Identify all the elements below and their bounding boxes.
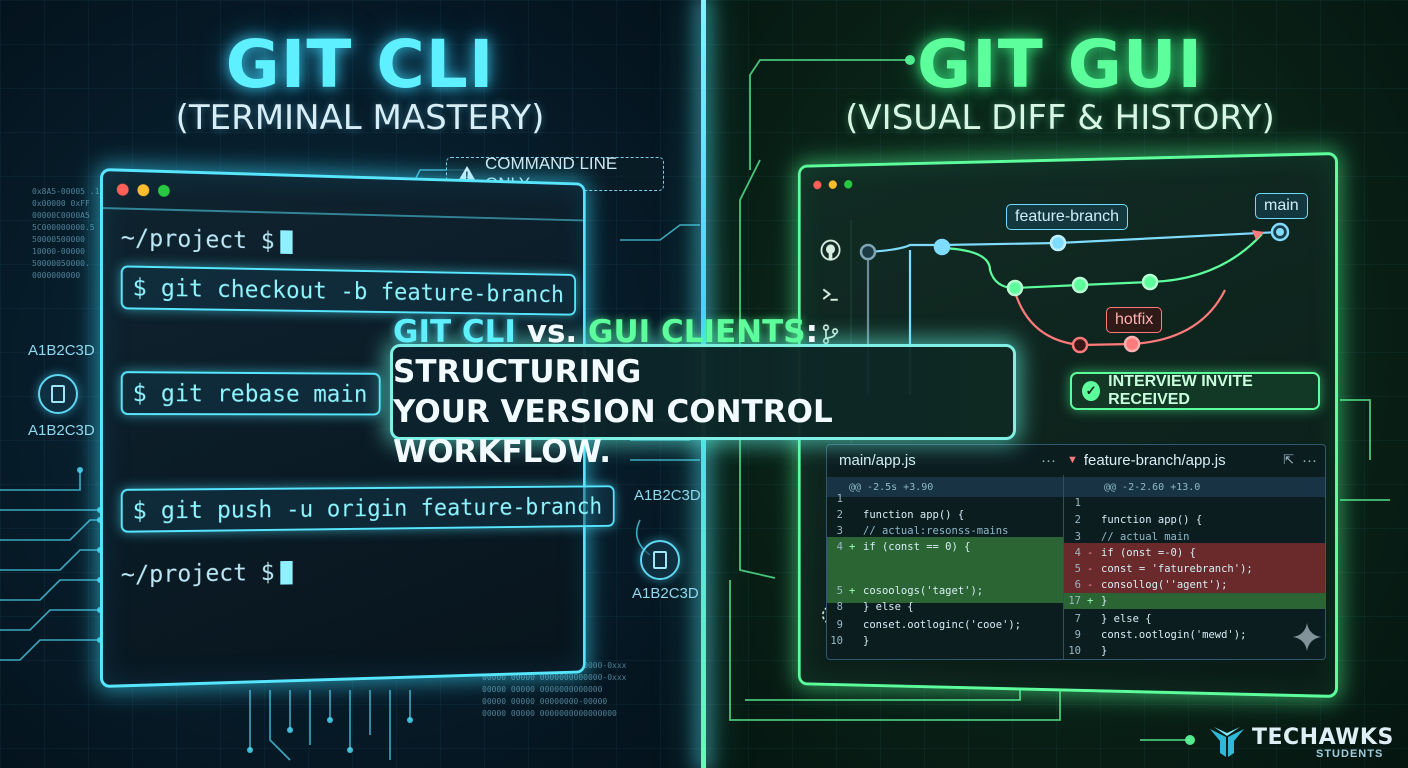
github-icon[interactable] [819, 238, 843, 263]
commit-hash-label: A1B2C3D [632, 585, 699, 602]
diff-line: 9 conset.ootloginc('cooe'); [836, 619, 1022, 631]
diff-right-header: ▼ feature-branch/app.js ⇱ ··· [1067, 445, 1325, 475]
minimize-dot[interactable] [137, 184, 150, 197]
gui-title: GIT GUI [916, 26, 1204, 103]
terminal-prompt-top: ~/project $ [120, 223, 293, 255]
cli-title: GIT CLI [225, 26, 495, 103]
gui-subtitle: (VISUAL DIFF & HISTORY) [845, 98, 1275, 138]
diff-line: 10} [830, 635, 870, 647]
headline-cli: GIT CLI [393, 314, 516, 350]
diff-line: 6- consollog(''agent'); [1074, 579, 1228, 591]
diff-left-header: main/app.js ··· [839, 445, 1064, 475]
left-file-name[interactable]: main/app.js [839, 451, 916, 469]
diff-line: 1 [836, 493, 843, 505]
maximize-dot[interactable] [844, 179, 853, 189]
headline-banner: GIT CLI vs. GUI CLIENTS: STRUCTURING YOU… [390, 314, 1016, 470]
added-lines-highlight [1064, 593, 1325, 609]
logo-name: TECHAWKS [1252, 724, 1394, 750]
command-checkout[interactable]: $ git checkout -b feature-branch [120, 265, 577, 316]
deleted-lines-highlight [1064, 543, 1325, 593]
right-file-name[interactable]: feature-branch/app.js [1083, 451, 1226, 469]
branch-label-hotfix[interactable]: hotfix [1106, 307, 1163, 333]
sparkle-icon [1293, 623, 1321, 651]
commit-hash-label: A1B2C3D [28, 422, 95, 439]
diff-line: 17+ } [1068, 595, 1108, 607]
more-icon[interactable]: ··· [1041, 451, 1056, 469]
minimize-dot[interactable] [828, 179, 837, 189]
diff-line: 8 } else { [836, 601, 914, 613]
external-link-icon[interactable]: ⇱ [1283, 452, 1294, 467]
diff-viewer[interactable]: main/app.js ··· ▼ feature-branch/app.js … [826, 444, 1326, 660]
diff-line: 7 } else { [1074, 613, 1152, 625]
left-hunk-header: @@ -2.5s +3.90 [827, 477, 1063, 497]
diff-line: 5+ cosoologs('taget'); [836, 585, 984, 597]
diff-line: 3 // actual:resonss-mains [836, 525, 1009, 537]
hex-dump-left: 0x8A5-00005 .1 0x00000 0xFF 00000C0000A5… [32, 187, 100, 280]
close-dot[interactable] [116, 183, 129, 196]
logo-subtitle: STUDENTS [1316, 747, 1384, 760]
headline-rest: : STRUCTURING [393, 314, 818, 390]
diff-line: 4+ if (const == 0) { [836, 541, 971, 553]
prompt-text: ~/project $ [120, 558, 275, 589]
diff-line: 10} [1068, 645, 1108, 657]
headline-vs: vs. [515, 314, 588, 350]
headline-line-2: YOUR VERSION CONTROL WORKFLOW. [393, 394, 833, 470]
terminal-prompt-bottom: ~/project $ [121, 558, 293, 589]
diff-split-line [1063, 475, 1064, 659]
notification-text: INTERVIEW INVITE RECEIVED [1108, 373, 1253, 408]
chevron-down-icon[interactable]: ▼ [1067, 454, 1078, 466]
diff-line: 4- if (onst =-0) { [1074, 547, 1196, 559]
check-icon: ✓ [1082, 381, 1101, 401]
command-rebase[interactable]: $ git rebase main [120, 371, 381, 416]
headline-gui: GUI CLIENTS [588, 314, 806, 350]
terminal-icon[interactable] [819, 282, 843, 307]
techawks-logo[interactable]: TECHAWKS STUDENTS [1208, 720, 1394, 764]
added-lines-highlight [827, 537, 1063, 603]
diff-line: 3 // actual main [1074, 531, 1190, 543]
interview-invite-notification[interactable]: ✓ INTERVIEW INVITE RECEIVED [1070, 372, 1320, 410]
file-icon [640, 540, 680, 580]
diff-line: 1 [1074, 497, 1081, 509]
command-push[interactable]: $ git push -u origin feature-branch [120, 485, 615, 533]
commit-hash-label: A1B2C3D [634, 487, 701, 504]
cli-subtitle: (TERMINAL MASTERY) [175, 98, 545, 138]
branch-label-feature[interactable]: feature-branch [1006, 204, 1129, 230]
file-icon [38, 374, 78, 414]
prompt-text: ~/project $ [120, 223, 275, 255]
right-hunk-header: @@ -2-2.60 +13.0 [1064, 477, 1325, 497]
close-dot[interactable] [813, 180, 822, 189]
diff-line: 9 const.ootlogin('mewd'); [1074, 629, 1247, 641]
cursor [280, 230, 293, 255]
maximize-dot[interactable] [158, 184, 170, 197]
cursor [280, 560, 293, 585]
commit-hash-label: A1B2C3D [28, 342, 95, 359]
hawk-logo-icon [1210, 727, 1244, 757]
more-icon[interactable]: ··· [1302, 451, 1317, 469]
headline-line-1: GIT CLI vs. GUI CLIENTS: STRUCTURING [393, 312, 1013, 392]
branch-label-main[interactable]: main [1255, 193, 1308, 219]
diff-line: 5- const = 'faturebranch'); [1074, 563, 1253, 575]
